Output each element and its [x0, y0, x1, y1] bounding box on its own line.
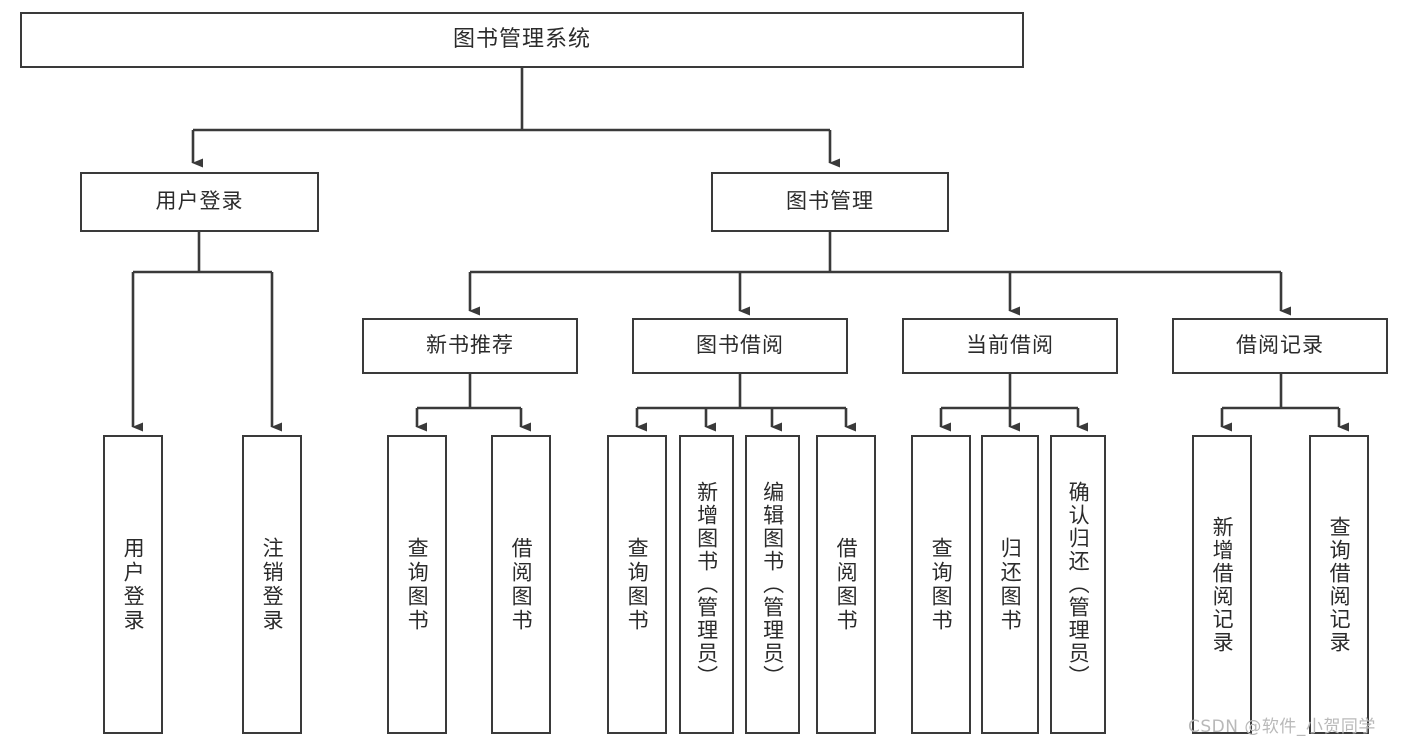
- node-borrow-record[interactable]: 借阅记录: [1172, 318, 1388, 374]
- node-root[interactable]: 图书管理系统: [20, 12, 1024, 68]
- node-leaf-add-record[interactable]: 新增借阅记录: [1192, 435, 1252, 734]
- node-leaf-borrow-book-2[interactable]: 借阅图书: [816, 435, 876, 734]
- watermark-text: CSDN @软件_小贺同学: [1188, 717, 1376, 737]
- node-leaf-user-logout[interactable]: 注销登录: [242, 435, 302, 734]
- node-book-manage[interactable]: 图书管理: [711, 172, 949, 232]
- node-current-borrow[interactable]: 当前借阅: [902, 318, 1118, 374]
- node-leaf-user-login[interactable]: 用户登录: [103, 435, 163, 734]
- node-user-login[interactable]: 用户登录: [80, 172, 319, 232]
- node-leaf-query-record[interactable]: 查询借阅记录: [1309, 435, 1369, 734]
- node-leaf-edit-book[interactable]: 编辑图书（管理员）: [745, 435, 800, 734]
- node-book-borrow[interactable]: 图书借阅: [632, 318, 848, 374]
- node-leaf-confirm-return[interactable]: 确认归还（管理员）: [1050, 435, 1106, 734]
- node-leaf-query-book-2[interactable]: 查询图书: [607, 435, 667, 734]
- node-leaf-add-book[interactable]: 新增图书（管理员）: [679, 435, 734, 734]
- node-leaf-return-book[interactable]: 归还图书: [981, 435, 1039, 734]
- node-leaf-borrow-book-1[interactable]: 借阅图书: [491, 435, 551, 734]
- node-new-book-recommend[interactable]: 新书推荐: [362, 318, 578, 374]
- node-leaf-query-book-1[interactable]: 查询图书: [387, 435, 447, 734]
- node-leaf-query-book-3[interactable]: 查询图书: [911, 435, 971, 734]
